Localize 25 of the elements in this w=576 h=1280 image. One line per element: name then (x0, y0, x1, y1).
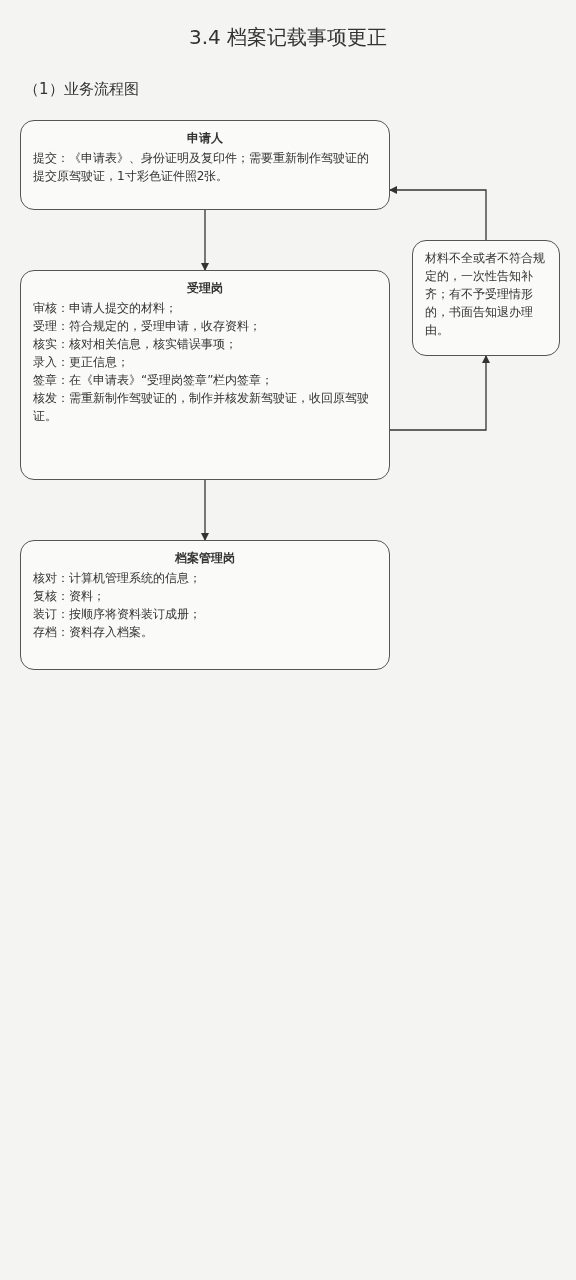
arrow (389, 355, 490, 431)
process-box (20, 270, 390, 480)
arrow (201, 479, 209, 541)
box-text: 录入：更正信息； (33, 354, 130, 371)
box-text: 签章：在《申请表》“受理岗签章”栏内签章； (33, 372, 275, 389)
box-text: 材料不全或者不符合规定的，一次性告知补齐；有不予受理情形的，书面告知退办理由。 (425, 250, 546, 339)
box-text: 复核：资料； (33, 588, 106, 605)
process-box (412, 240, 560, 356)
section-heading: （1）业务流程图 (24, 80, 139, 99)
box-text: 审核：申请人提交的材料； (33, 300, 178, 317)
box-text: 核发：需重新制作驾驶证的，制作并核发新驾驶证，收回原驾驶证。 (33, 390, 370, 425)
arrow (201, 209, 209, 271)
process-box (20, 120, 390, 210)
box-heading: 档案管理岗 (174, 550, 236, 567)
title: 3.4 档案记载事项更正 (187, 24, 389, 51)
box-text: 装订：按顺序将资料装订成册； (33, 606, 202, 623)
box-heading: 申请人 (186, 130, 224, 147)
box-heading: 受理岗 (186, 280, 224, 297)
box-text: 核实：核对相关信息，核实错误事项； (33, 336, 238, 353)
box-text: 存档：资料存入档案。 (33, 624, 154, 641)
box-text: 核对：计算机管理系统的信息； (33, 570, 202, 587)
box-text: 提交：《申请表》、身份证明及复印件；需要重新制作驾驶证的提交原驾驶证，1寸彩色证件照2张。 (33, 150, 370, 185)
box-text: 受理：符合规定的，受理申请，收存资料； (33, 318, 262, 335)
arrow (389, 186, 487, 241)
process-box (20, 540, 390, 670)
